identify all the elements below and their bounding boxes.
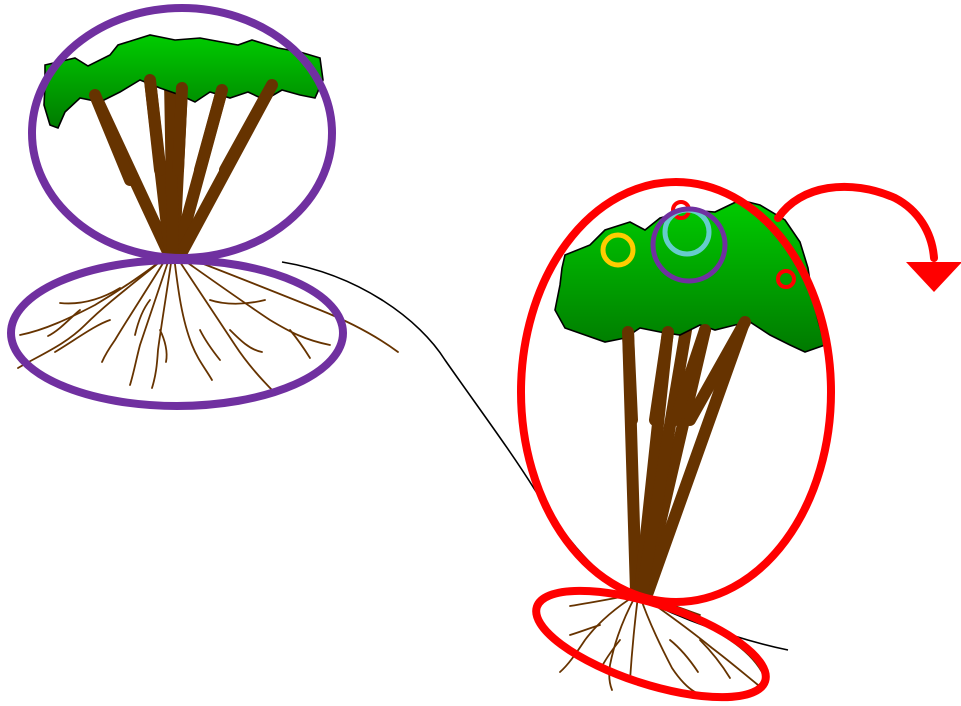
right-tree bbox=[521, 182, 961, 706]
left-tree-trunks-over bbox=[95, 80, 272, 180]
right-tree-canopy bbox=[555, 200, 825, 352]
left-tree bbox=[11, 8, 398, 406]
arrow-head-icon bbox=[906, 262, 961, 292]
right-tree-roots bbox=[560, 595, 762, 692]
